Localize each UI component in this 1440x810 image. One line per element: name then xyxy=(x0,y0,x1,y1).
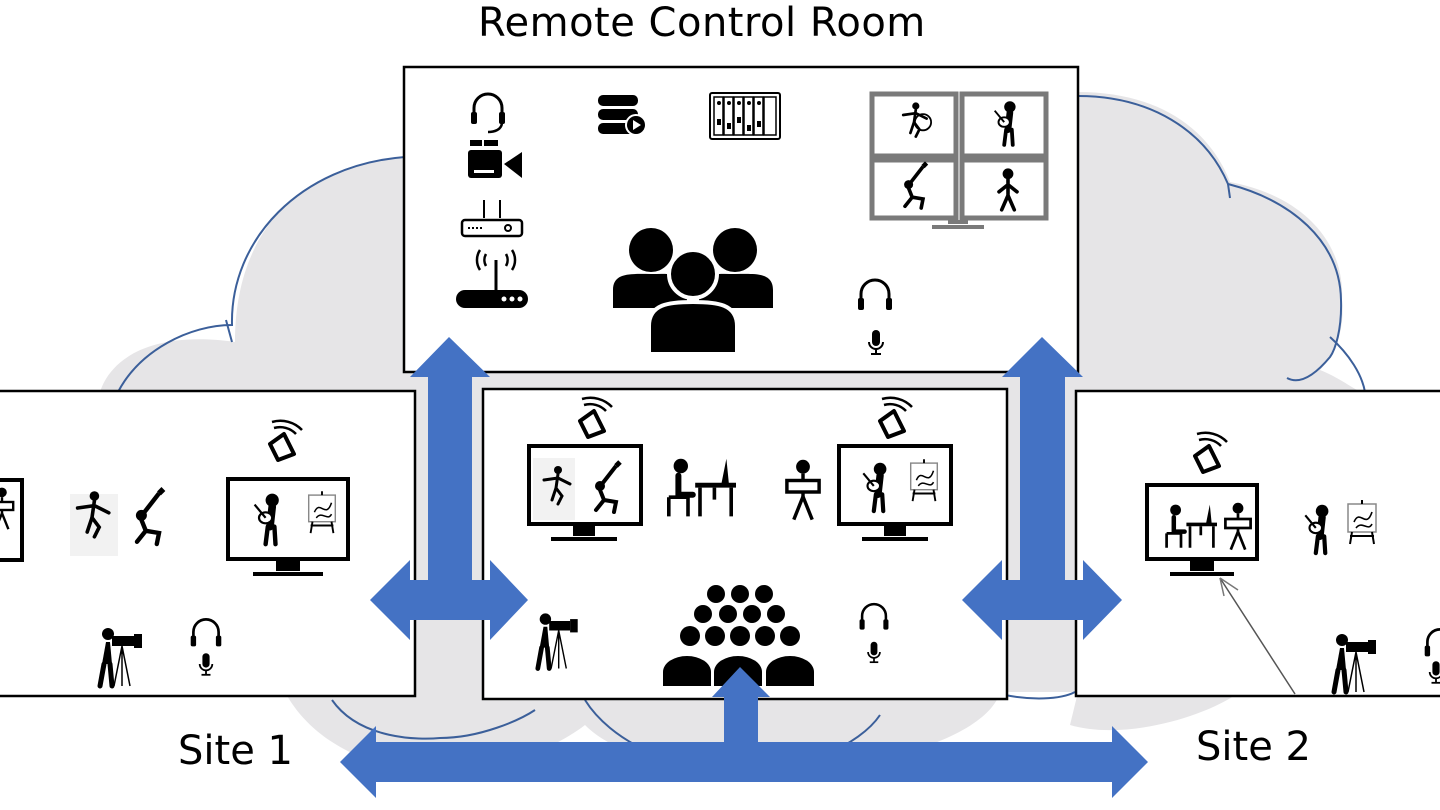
site2-box xyxy=(1074,389,1440,698)
site1-box xyxy=(0,389,417,698)
site2-label: Site 2 xyxy=(1196,724,1311,770)
pointer-arrow xyxy=(1219,577,1296,695)
control-room-title: Remote Control Room xyxy=(478,0,926,46)
router-icon xyxy=(460,200,524,238)
control-room-box xyxy=(402,65,1080,374)
monitor-pianist-accordionist-icon xyxy=(1145,483,1259,576)
headset-icon xyxy=(469,92,507,134)
arrow-site1-site2[interactable] xyxy=(340,726,1148,798)
video-camera-icon xyxy=(468,140,522,178)
arrow-control-site1-center[interactable] xyxy=(370,337,528,640)
site1-label: Site 1 xyxy=(178,728,293,774)
monitor-icon xyxy=(0,478,24,562)
arrow-control-center-site2[interactable] xyxy=(962,337,1122,640)
video-wall-icon xyxy=(869,91,1049,229)
audio-mixer-icon xyxy=(709,92,781,140)
people-group-icon xyxy=(613,228,773,356)
media-server-icon xyxy=(598,95,647,136)
monitor-guitarist-painter-icon xyxy=(837,444,953,541)
center-box xyxy=(481,387,1009,701)
audience-icon xyxy=(663,585,814,686)
wifi-router-icon xyxy=(456,249,528,308)
arrow-center-up[interactable] xyxy=(712,667,770,744)
monitor-dancer-trumpeter-icon xyxy=(527,444,643,541)
monitor-guitarist-painter-icon xyxy=(226,477,350,576)
